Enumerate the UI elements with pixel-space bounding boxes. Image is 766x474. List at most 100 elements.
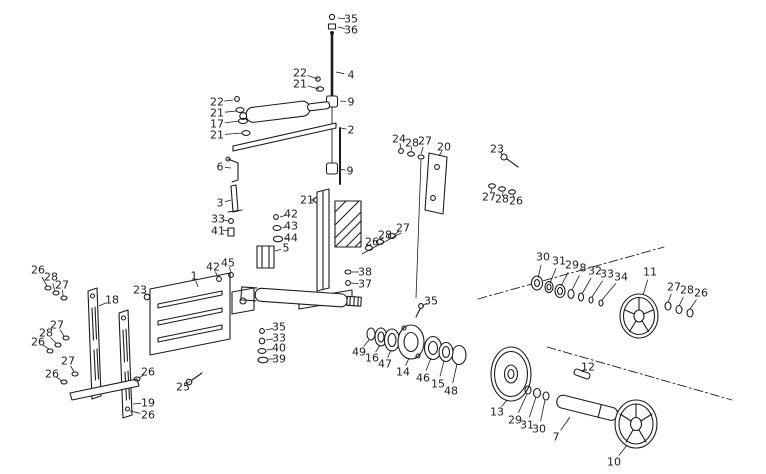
part-label-46: 46 xyxy=(416,372,430,385)
part-33-right xyxy=(588,296,594,304)
part-label-38: 38 xyxy=(358,266,372,279)
boundary-dashdot-upper xyxy=(477,246,665,300)
part-label-7: 7 xyxy=(553,431,560,444)
part-label-28: 28 xyxy=(44,271,58,284)
part-label-23: 23 xyxy=(133,284,147,297)
housing-14 xyxy=(397,324,425,360)
leader-line-27-58 xyxy=(59,329,65,337)
part-label-21: 21 xyxy=(210,107,224,120)
part-label-29: 29 xyxy=(508,414,522,427)
part-label-19: 19 xyxy=(141,397,155,410)
leader-line-27-50 xyxy=(667,293,672,303)
fasteners-42-43-44 xyxy=(272,214,284,243)
ring-47 xyxy=(383,328,401,352)
bar-19 xyxy=(118,309,133,419)
pivot-block xyxy=(231,287,255,315)
leader-line-8-45 xyxy=(571,275,580,291)
leader-line-23-15 xyxy=(499,151,504,156)
part-label-5: 5 xyxy=(283,242,290,255)
leader-line-48-73 xyxy=(452,363,458,384)
part-label-29: 29 xyxy=(565,259,579,272)
shaft-7 xyxy=(556,394,619,421)
washers-left-low xyxy=(60,371,79,385)
leader-line-40-56 xyxy=(266,348,274,351)
part-label-27: 27 xyxy=(418,135,432,148)
part-label-1: 1 xyxy=(191,270,198,283)
leader-line-32-46 xyxy=(581,277,592,295)
part-label-26: 26 xyxy=(365,236,379,249)
part-label-21: 21 xyxy=(300,194,314,207)
part-label-44: 44 xyxy=(284,232,298,245)
leader-line-25-64 xyxy=(185,380,191,385)
leader-line-26-62 xyxy=(56,376,63,382)
leader-line-28-51 xyxy=(678,297,684,307)
part-34 xyxy=(598,299,604,307)
ring-15 xyxy=(438,341,454,363)
part-label-41: 41 xyxy=(211,225,225,238)
leader-line-28-12 xyxy=(410,146,412,152)
part-label-27: 27 xyxy=(50,319,64,332)
leader-line-22-5 xyxy=(224,99,234,102)
part-label-4: 4 xyxy=(348,69,355,82)
part-label-27: 27 xyxy=(482,191,496,204)
leader-line-9-17 xyxy=(339,168,346,171)
part-label-27: 27 xyxy=(61,355,75,368)
part-label-26: 26 xyxy=(509,195,523,208)
leader-line-35-53 xyxy=(421,302,428,307)
part-32 xyxy=(577,292,585,302)
leader-line-13-74 xyxy=(501,399,508,407)
leader-line-26-60 xyxy=(42,344,50,350)
part-label-26: 26 xyxy=(45,368,59,381)
washers-left-top xyxy=(44,285,68,301)
leader-line-28-21 xyxy=(502,191,504,196)
crank-6 xyxy=(225,156,239,183)
leader-line-27-29 xyxy=(393,230,400,236)
part-label-23: 23 xyxy=(490,143,504,156)
leader-line-23-37 xyxy=(142,291,148,296)
part-label-15: 15 xyxy=(431,378,445,391)
part-label-35: 35 xyxy=(344,13,358,26)
stack-35-33-40-39 xyxy=(257,328,269,364)
part-label-28: 28 xyxy=(405,137,419,150)
part-label-30: 30 xyxy=(532,423,546,436)
leader-line-45-41 xyxy=(228,266,232,273)
arm-assembly xyxy=(240,286,362,308)
leader-line-30-77 xyxy=(540,399,546,422)
center-column xyxy=(316,188,330,292)
leader-line-27-13 xyxy=(420,146,424,155)
leader-line-1-39 xyxy=(195,280,199,288)
part-label-21: 21 xyxy=(293,78,307,91)
leader-line-28-35 xyxy=(52,283,56,292)
part-label-6: 6 xyxy=(217,161,224,174)
part-label-37: 37 xyxy=(358,278,372,291)
leader-line-16-68 xyxy=(375,344,381,353)
part-label-30: 30 xyxy=(536,251,550,264)
leader-line-29-75 xyxy=(518,393,528,413)
part-label-11: 11 xyxy=(643,266,657,279)
fasteners-38-37 xyxy=(344,269,352,286)
part-label-28: 28 xyxy=(39,327,53,340)
part-label-42: 42 xyxy=(206,261,220,274)
leader-line-27-20 xyxy=(490,188,493,194)
fasteners-22-21-top xyxy=(315,76,325,92)
leader-line-33-24 xyxy=(222,219,230,222)
part-8 xyxy=(567,288,575,300)
leader-line-21-6 xyxy=(224,110,237,113)
leader-line-27-61 xyxy=(70,365,75,373)
part-label-22: 22 xyxy=(210,96,224,109)
pulley-13 xyxy=(490,346,532,402)
part-label-16: 16 xyxy=(365,352,379,365)
part-label-35: 35 xyxy=(424,295,438,308)
boundary-dashdot-lower xyxy=(546,346,733,401)
leader-line-21-3 xyxy=(307,85,320,90)
leader-line-12-79 xyxy=(581,368,586,373)
leader-line-37-33 xyxy=(350,282,359,284)
part-label-9: 9 xyxy=(348,96,355,109)
part-label-22: 22 xyxy=(293,67,307,80)
leader-line-6-16 xyxy=(224,167,232,169)
rings-29-31-30-bottom xyxy=(524,385,550,401)
ring-29 xyxy=(554,283,566,299)
leader-line-21-8 xyxy=(224,132,243,135)
leader-line-43-25 xyxy=(281,226,287,229)
